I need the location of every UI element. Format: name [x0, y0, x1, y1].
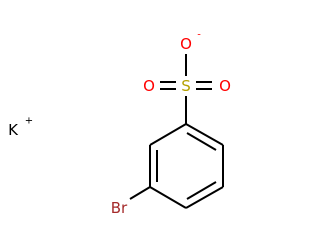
ring-double-bond-1	[186, 132, 217, 151]
potassium-charge: +	[25, 116, 33, 127]
chemical-structure: K + S O - O O Br	[8, 30, 231, 218]
ring-bond-6	[149, 123, 187, 146]
oxygen-left-label: O	[143, 77, 155, 95]
bromine-label: Br	[111, 199, 128, 217]
ring-bond-1	[185, 123, 224, 146]
ring-bond-4	[149, 186, 187, 209]
oxygen-top-charge: -	[197, 30, 201, 41]
ring-bond-3	[185, 186, 224, 209]
ring-bromine-bond	[129, 186, 151, 200]
oxygen-top-label: O	[180, 35, 192, 53]
ring-double-bond-2	[186, 181, 217, 200]
sulfur-label: S	[181, 77, 191, 95]
oxygen-right-label: O	[219, 77, 231, 95]
potassium-label: K	[8, 121, 19, 139]
